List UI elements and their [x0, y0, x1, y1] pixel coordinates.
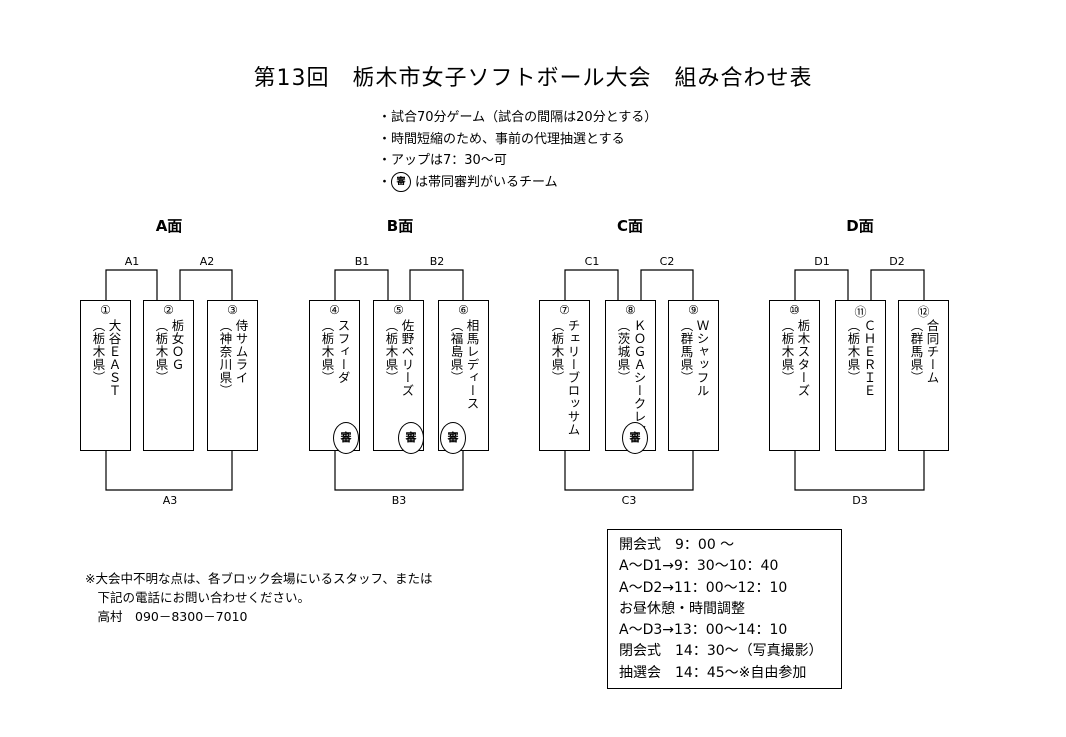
- contact-footnote: ※大会中不明な点は、各ブロック会場にいるスタッフ、または 下記の電話にお問い合わ…: [85, 569, 432, 626]
- referee-badge-icon: 審: [622, 422, 648, 454]
- team-box: ⑪ ＣＨＥＲＩＥ（栃木県）: [835, 300, 886, 451]
- team-name: ＣＨＥＲＩＥ: [861, 319, 877, 397]
- team-name: 佐野ベリーズ: [399, 319, 415, 397]
- team-prefecture: （栃木県）: [90, 319, 106, 384]
- match-label: D1: [814, 255, 830, 268]
- team-number: ⑩: [789, 303, 800, 317]
- team-number: ③: [227, 303, 238, 317]
- team-prefecture: （栃木県）: [383, 319, 399, 384]
- team-name: ＫＯＧＡシークレット: [631, 319, 647, 449]
- match-label: C1: [584, 255, 600, 268]
- team-prefecture: （栃木県）: [153, 319, 169, 384]
- referee-badge-icon: 審: [398, 422, 424, 454]
- rules-notes: ・試合70分ゲーム（試合の間隔は20分とする） ・時間短縮のため、事前の代理抽選…: [378, 107, 657, 193]
- team-prefecture: （神奈川県）: [217, 319, 233, 397]
- team-prefecture: （福島県）: [448, 319, 464, 384]
- team-number: ⑫: [917, 305, 930, 319]
- note-line: ・試合70分ゲーム（試合の間隔は20分とする）: [378, 110, 658, 125]
- note-line: ・アップは7：30～可: [378, 153, 507, 168]
- group-label-a: A面: [155, 217, 183, 235]
- team-number: ⑧: [625, 303, 636, 317]
- footnote-line: ※大会中不明な点は、各ブロック会場にいるスタッフ、または: [85, 571, 433, 586]
- schedule-line: A～D2→11：00～12：10: [619, 579, 788, 596]
- match-label: D3: [852, 494, 868, 507]
- team-number: ①: [100, 303, 111, 317]
- team-prefecture: （群馬県）: [908, 319, 924, 384]
- team-name: 合同チーム: [924, 319, 940, 384]
- footnote-contact: 高村 090－8300－7010: [85, 609, 248, 624]
- match-label: B2: [429, 255, 445, 268]
- team-box: ⑦ チェリーブロッサム（栃木県）: [539, 300, 590, 451]
- team-prefecture: （栃木県）: [319, 319, 335, 384]
- team-box: ③ 侍サムライ（神奈川県）: [207, 300, 258, 451]
- team-prefecture: （栃木県）: [845, 319, 861, 384]
- referee-mark-icon: 審: [391, 172, 412, 192]
- note-bullet: ・: [378, 174, 392, 190]
- team-name: 相馬レディース: [464, 319, 480, 410]
- match-label: D2: [889, 255, 905, 268]
- match-label: A3: [162, 494, 178, 507]
- team-name: スフィーダ: [335, 319, 351, 384]
- match-label: A1: [124, 255, 140, 268]
- team-prefecture: （栃木県）: [549, 319, 565, 384]
- schedule-line: お昼休憩・時間調整: [619, 600, 745, 617]
- note-line: ・時間短縮のため、事前の代理抽選とする: [378, 131, 625, 147]
- team-number: ④: [329, 303, 340, 317]
- team-number: ⑨: [688, 303, 699, 317]
- group-label-d: D面: [846, 217, 874, 235]
- team-name: 大谷ＥＡＳＴ: [106, 319, 122, 397]
- schedule-line: 抽選会 14：45～※自由参加: [619, 664, 807, 681]
- schedule-box: 開会式 9：00 ～ A～D1→9：30～10：40 A～D2→11：00～12…: [607, 529, 842, 689]
- team-box: ① 大谷ＥＡＳＴ（栃木県）: [80, 300, 131, 451]
- page-title: 第13回 栃木市女子ソフトボール大会 組み合わせ表: [253, 66, 813, 91]
- schedule-line: 開会式 9：00 ～: [619, 537, 735, 553]
- team-number: ⑦: [559, 303, 570, 317]
- footnote-line: 下記の電話にお問い合わせください。: [85, 590, 311, 605]
- team-prefecture: （栃木県）: [779, 319, 795, 384]
- team-name: 侍サムライ: [233, 319, 249, 384]
- team-name: チェリーブロッサム: [565, 319, 581, 436]
- team-number: ⑪: [854, 305, 867, 319]
- group-label-b: B面: [386, 217, 414, 235]
- schedule-line: A～D3→13：00～14：10: [619, 622, 788, 639]
- schedule-line: 閉会式 14：30～（写真撮影）: [619, 643, 823, 660]
- note-line-referee: ・審は帯同審判がいるチーム: [378, 172, 657, 194]
- team-name: 栃木スターズ: [795, 319, 811, 397]
- note-referee-text: は帯同審判がいるチーム: [415, 174, 558, 190]
- referee-badge-icon: 審: [440, 422, 466, 454]
- match-label: B1: [354, 255, 370, 268]
- referee-badge-icon: 審: [333, 422, 359, 454]
- match-label: A2: [199, 255, 215, 268]
- team-box: ⑨ Ｗシャッフル（群馬県）: [668, 300, 719, 451]
- match-label: B3: [391, 494, 407, 507]
- match-label: C3: [621, 494, 637, 507]
- team-number: ②: [163, 303, 174, 317]
- team-prefecture: （茨城県）: [615, 319, 631, 384]
- group-label-c: C面: [616, 217, 643, 235]
- team-box: ⑫ 合同チーム（群馬県）: [898, 300, 949, 451]
- match-label: C2: [659, 255, 675, 268]
- team-box: ⑩ 栃木スターズ（栃木県）: [769, 300, 820, 451]
- team-prefecture: （群馬県）: [678, 319, 694, 384]
- team-number: ⑥: [458, 303, 469, 317]
- schedule-line: A～D1→9：30～10：40: [619, 558, 779, 575]
- team-name: Ｗシャッフル: [694, 319, 710, 397]
- team-number: ⑤: [393, 303, 404, 317]
- team-name: 栃女ＯＧ: [169, 319, 185, 371]
- team-box: ② 栃女ＯＧ（栃木県）: [143, 300, 194, 451]
